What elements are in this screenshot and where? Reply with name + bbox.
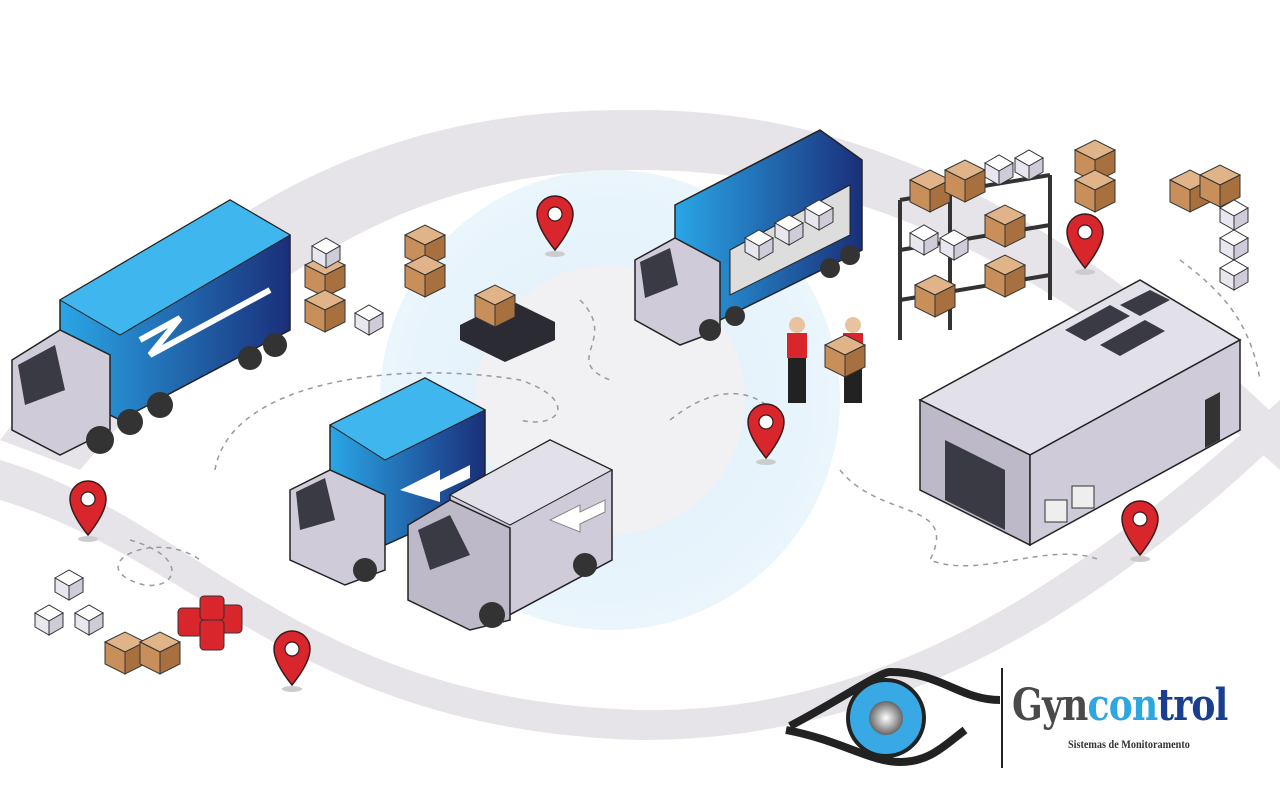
barrels — [177, 595, 243, 651]
brand-part-gyn: Gyn — [1012, 680, 1088, 731]
delivery-van — [407, 439, 614, 631]
curtain-side-truck — [634, 129, 863, 346]
map-pin-icon — [273, 630, 311, 693]
brand-part-trol: trol — [1157, 680, 1228, 731]
cargo-boxes — [34, 224, 555, 675]
large-blue-truck — [11, 199, 291, 456]
warehouse-shelf — [898, 139, 1249, 340]
gyncontrol-eye-logo-icon — [785, 667, 1003, 768]
brand-tagline: Sistemas de Monitoramento — [1068, 737, 1190, 751]
brand-part-con: con — [1087, 680, 1159, 731]
warehouse-building — [918, 279, 1242, 547]
brand-name: Gyncontrol — [1012, 684, 1228, 728]
workers — [787, 317, 866, 403]
